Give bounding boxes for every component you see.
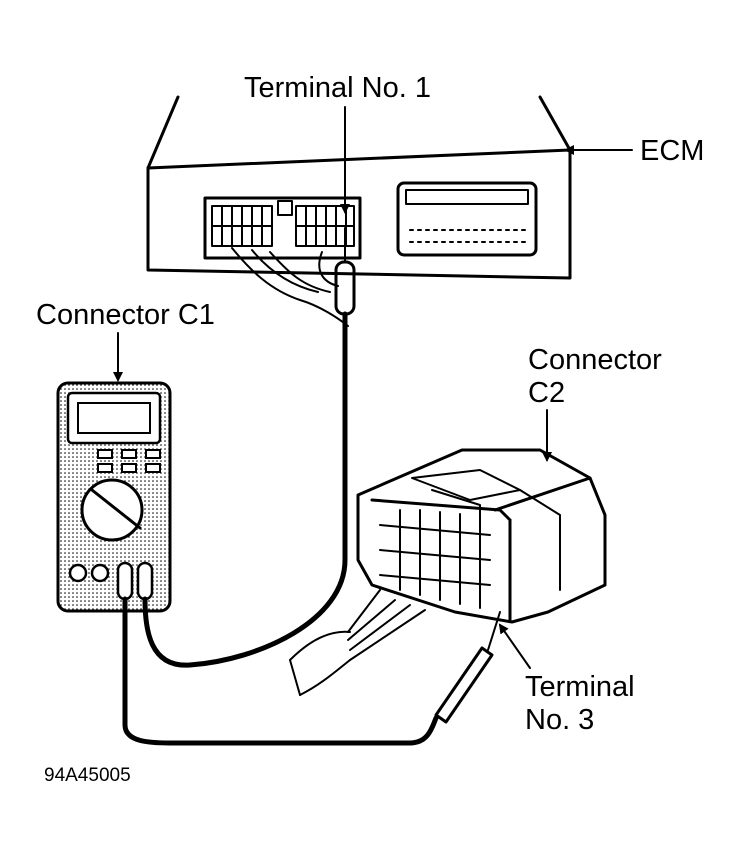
connector-c2-label-line2: C2 bbox=[528, 377, 565, 409]
connector-c1-label: Connector C1 bbox=[36, 299, 215, 331]
ecm-label: ECM bbox=[640, 135, 704, 167]
test-lead-terminal-3 bbox=[122, 596, 439, 746]
multimeter-buttons bbox=[97, 449, 161, 473]
terminal-3-label-line2: No. 3 bbox=[525, 704, 594, 736]
connector-c2-label-line1: Connector bbox=[528, 344, 662, 376]
terminal-3-arrow bbox=[498, 623, 531, 669]
multimeter bbox=[56, 381, 172, 613]
connector-c2-harness bbox=[289, 589, 426, 696]
ecm-wire-harness bbox=[231, 247, 349, 327]
test-lead-terminal-1 bbox=[142, 311, 348, 668]
ecm-connector-c1-socket bbox=[203, 196, 362, 260]
connector-c2 bbox=[356, 448, 607, 624]
figure-code: 94A45005 bbox=[44, 765, 131, 786]
terminal-1-label: Terminal No. 1 bbox=[244, 72, 431, 104]
terminal-3-probe bbox=[434, 611, 501, 724]
terminal-1-probe bbox=[334, 227, 356, 316]
terminal-3-label-line1: Terminal bbox=[525, 671, 635, 703]
ecm-unit bbox=[146, 95, 572, 327]
ecm-second-socket bbox=[396, 181, 538, 257]
